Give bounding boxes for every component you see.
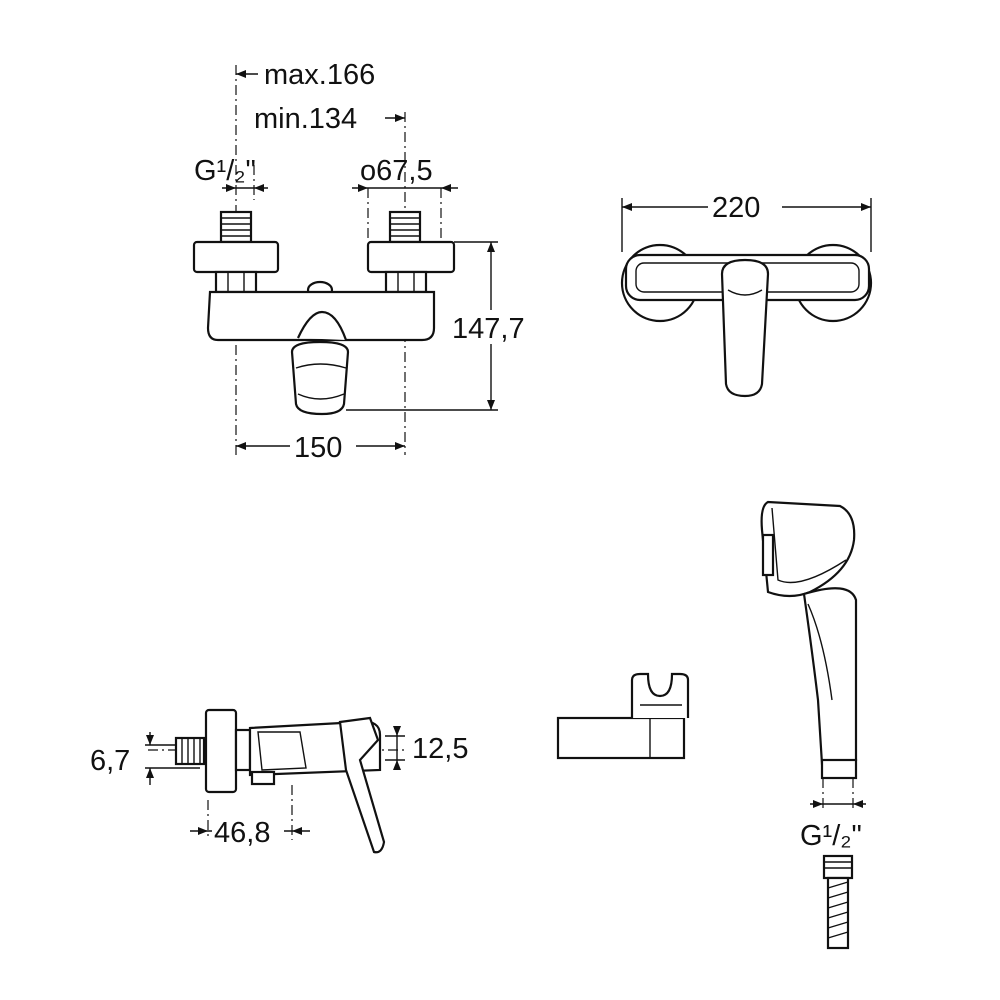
connector-left xyxy=(214,270,258,294)
lever-front xyxy=(290,340,350,416)
inlet-thread-left xyxy=(219,210,253,244)
outlet-offset-label: 12,5 xyxy=(412,733,468,765)
hand-shower: G¹/₂" xyxy=(760,500,866,950)
side-outlet xyxy=(250,770,276,786)
connector-right xyxy=(384,270,428,294)
lever-base xyxy=(297,310,348,341)
side-connector xyxy=(234,728,252,772)
bracket-bar xyxy=(556,716,686,760)
side-view: 6,7 12,5 46,8 xyxy=(90,708,468,854)
side-flange xyxy=(204,708,238,794)
lever-handle-front xyxy=(720,258,770,398)
hose-nut xyxy=(822,854,854,880)
wall-flange-left xyxy=(192,240,280,274)
width-front-label: 150 xyxy=(294,432,342,464)
thread-size-label-left: G¹/₂" xyxy=(194,155,256,187)
width-top-label: 220 xyxy=(712,192,760,224)
min-dimension-label: min.134 xyxy=(254,103,357,135)
height-label: 147,7 xyxy=(452,313,525,345)
side-lever xyxy=(338,716,386,854)
thread-size-label-handshower: G¹/₂" xyxy=(800,820,862,852)
hose xyxy=(826,876,850,950)
wall-bracket xyxy=(556,672,690,760)
inlet-offset-label: 6,7 xyxy=(90,745,130,777)
offset-label: o67,5 xyxy=(360,155,433,187)
front-view: max.166 min.134 G¹/₂" o67,5 xyxy=(192,59,540,464)
wall-flange-right xyxy=(366,240,456,274)
front-elevation-view: 220 xyxy=(620,190,873,398)
inlet-thread-right xyxy=(388,210,422,244)
depth-label: 46,8 xyxy=(214,817,270,849)
max-dimension-label: max.166 xyxy=(264,59,375,91)
spray-face xyxy=(761,533,775,577)
shower-outlet xyxy=(820,758,858,780)
shower-handle xyxy=(802,587,858,766)
bracket-hook xyxy=(630,672,690,718)
